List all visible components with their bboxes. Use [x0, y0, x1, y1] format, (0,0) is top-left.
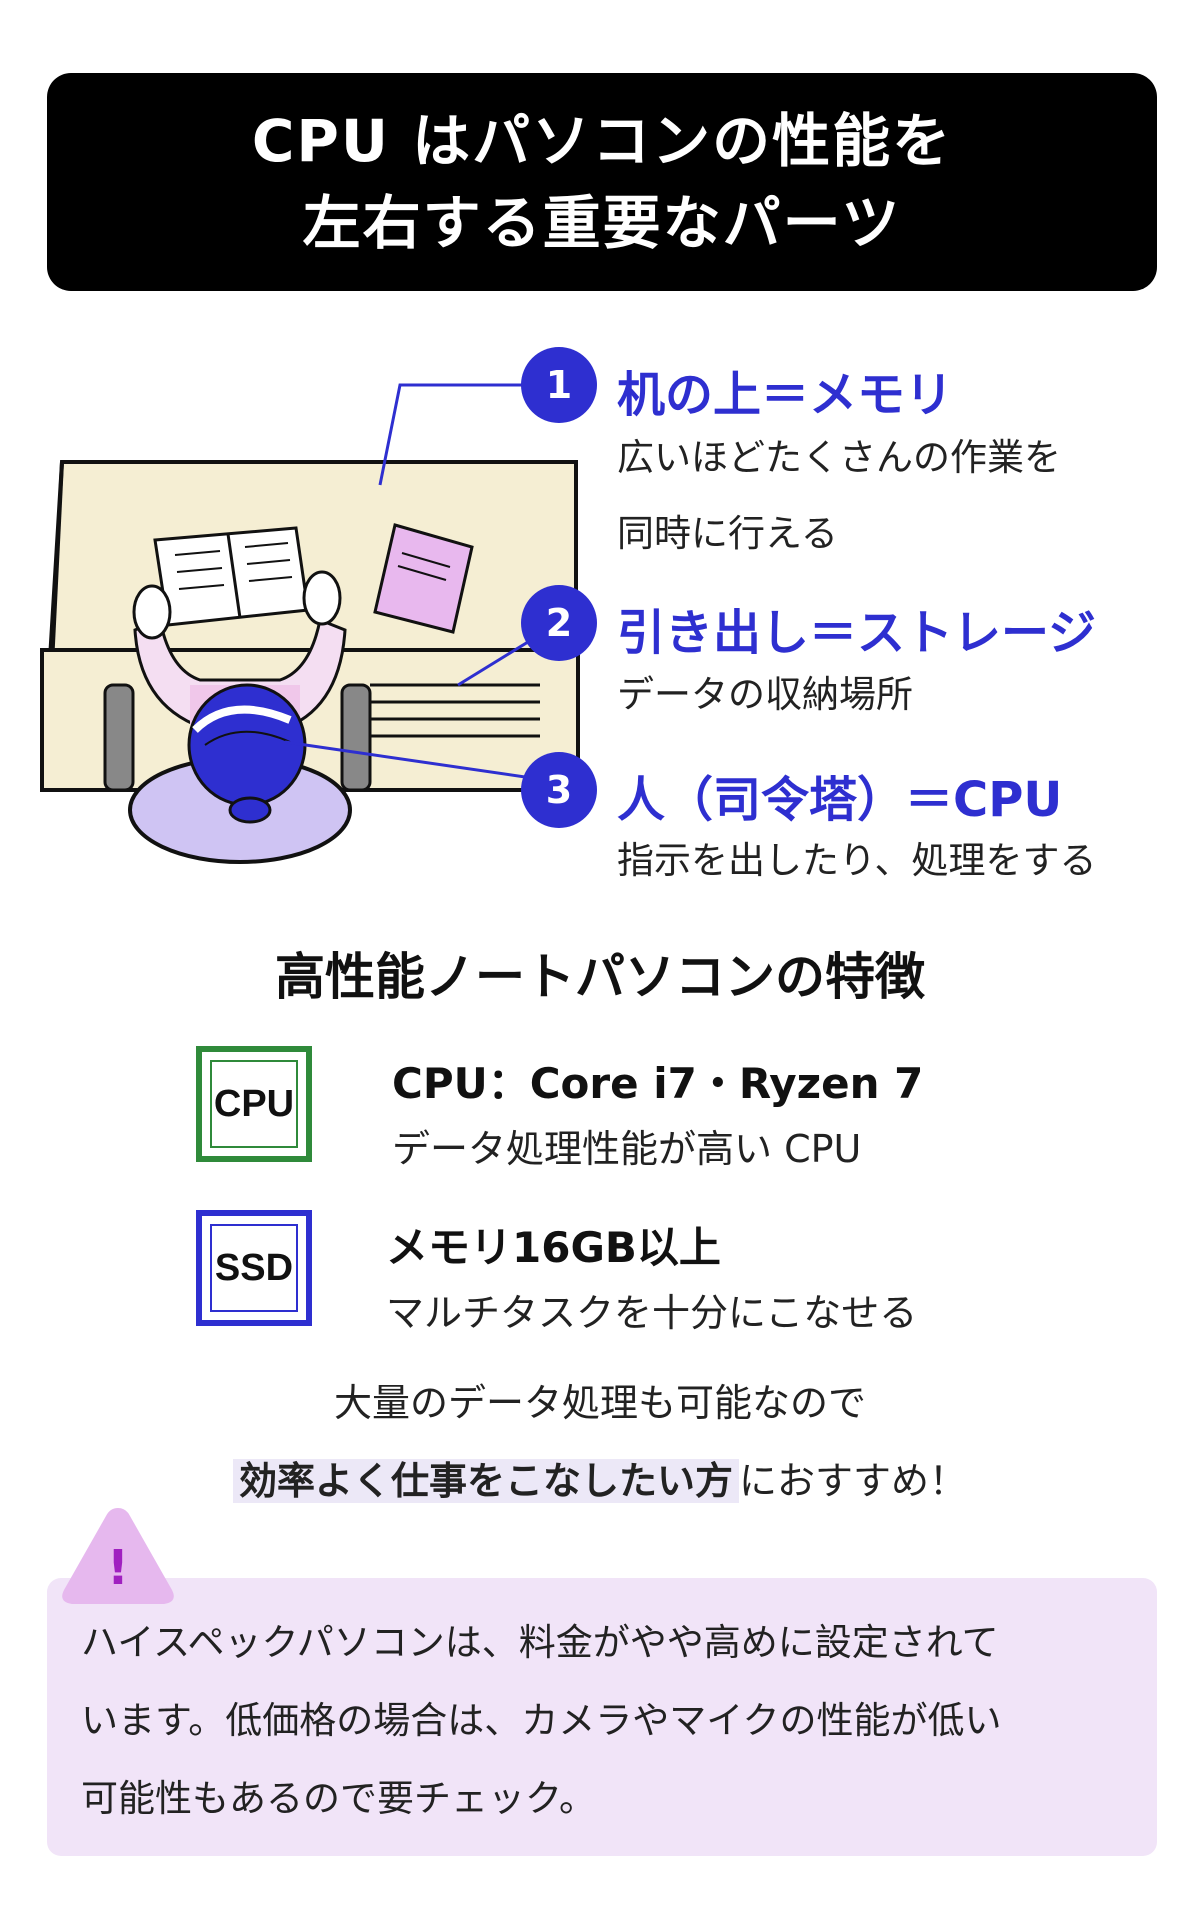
cpu-icon-label: CPU [210, 1060, 298, 1148]
warning-line-3: 可能性もあるので要チェック。 [81, 1777, 597, 1820]
label-desc-storage: データの収納場所 [617, 673, 913, 716]
cpu-icon: CPU [196, 1046, 312, 1162]
label-title-memory: 机の上＝メモリ [617, 367, 954, 423]
header-title-line-2: 左右する重要なパーツ [302, 189, 902, 257]
header-title-line-1: CPU はパソコンの性能を [251, 107, 953, 175]
notebook [373, 523, 474, 634]
label-desc-memory-1: 広いほどたくさんの作業を [617, 436, 1061, 479]
badge-2: 2 [521, 585, 597, 661]
label-desc-memory-2: 同時に行える [617, 512, 838, 555]
label-title-cpu: 人（司令塔）＝CPU [617, 772, 1063, 828]
right-hand [302, 570, 342, 626]
leader-line-1 [378, 383, 525, 486]
warning-line-2: います。低価格の場合は、カメラやマイクの性能が低い [81, 1699, 1002, 1742]
warning-icon-mark: ! [107, 1540, 129, 1596]
section-title: 高性能ノートパソコンの特徴 [275, 948, 925, 1006]
spec-title-cpu: CPU：Core i7・Ryzen 7 [392, 1059, 924, 1108]
ssd-icon-label: SSD [210, 1224, 298, 1312]
recommend-line-2: 効率よく仕事をこなしたい方におすすめ！ [0, 1450, 1200, 1505]
chair-arm-left [103, 683, 135, 792]
ssd-icon: SSD [196, 1210, 312, 1326]
recommend-highlight: 効率よく仕事をこなしたい方 [232, 1459, 739, 1503]
chair-arm-right [340, 683, 372, 792]
left-hand [132, 584, 172, 640]
badge-1: 1 [521, 347, 597, 423]
recommend-suffix: におすすめ！ [739, 1459, 968, 1503]
spec-desc-cpu: データ処理性能が高い CPU [392, 1127, 862, 1171]
spec-desc-memory: マルチタスクを十分にこなせる [386, 1291, 918, 1335]
label-title-storage: 引き出し＝ストレージ [617, 605, 1097, 661]
header-banner: CPU はパソコンの性能を 左右する重要なパーツ [47, 73, 1157, 291]
badge-3: 3 [521, 752, 597, 828]
spec-title-memory: メモリ16GB以上 [386, 1223, 721, 1272]
recommend-line-1: 大量のデータ処理も可能なので [333, 1381, 866, 1425]
label-desc-cpu: 指示を出したり、処理をする [617, 839, 1097, 882]
warning-box: ハイスペックパソコンは、料金がやや高めに設定されて います。低価格の場合は、カメ… [47, 1578, 1157, 1856]
warning-line-1: ハイスペックパソコンは、料金がやや高めに設定されて [81, 1621, 999, 1664]
warning-icon: ! [62, 1508, 174, 1604]
desk-illustration [40, 383, 581, 864]
